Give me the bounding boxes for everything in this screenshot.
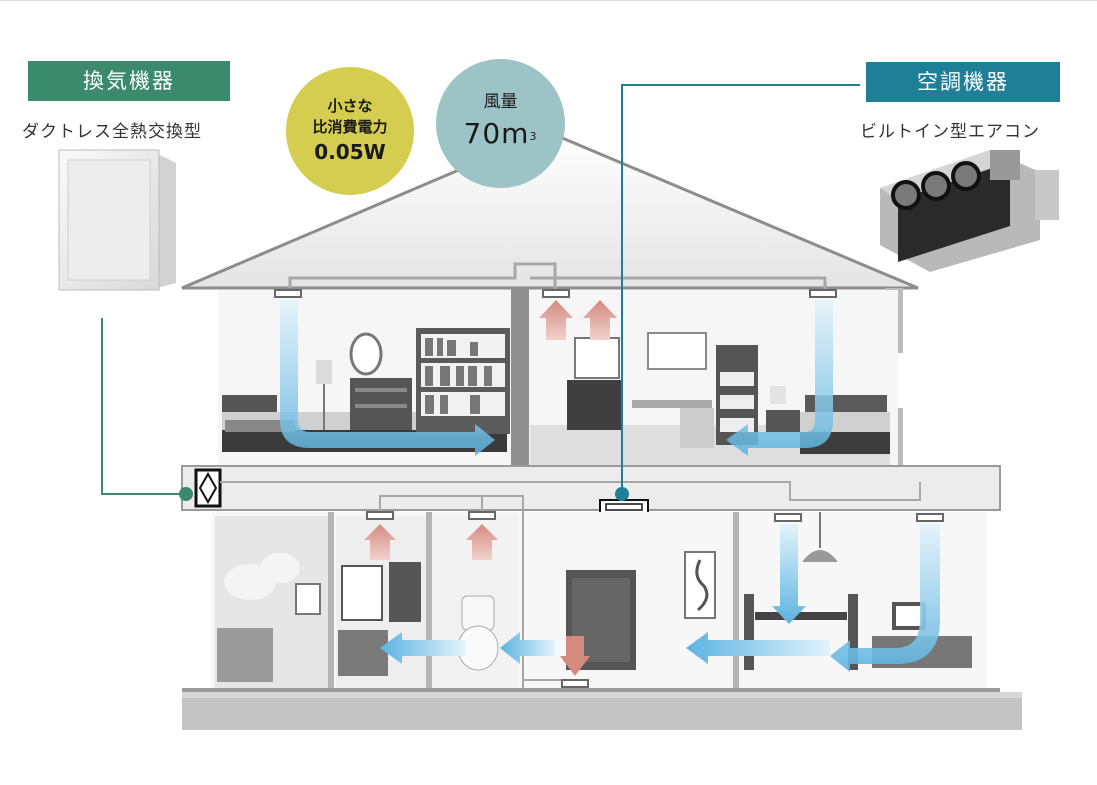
upper-supply-airflow [280,300,833,456]
aircon-subtitle: ビルトイン型エアコン [860,122,1040,142]
power-consumption-badge: 小さな 比消費電力 0.05W [286,67,414,195]
lower-ceiling-vents [366,511,944,688]
ventilation-heading: 換気機器 [28,61,230,101]
ventilation-leader-line [101,318,193,501]
upper-exhaust-airflow [539,300,617,340]
airflow-badge-value: 70m3 [464,115,538,153]
center-wall-upper [511,288,529,468]
airflow-badge-label: 風量 [483,91,518,112]
top-divider [0,0,1097,1]
ground [182,688,1022,730]
upper-ceiling-vents [274,289,837,298]
aircon-heading: 空調機器 [866,62,1060,102]
power-badge-line1: 小さな [327,97,373,115]
power-badge-line2: 比消費電力 [312,118,388,136]
washroom [336,516,426,688]
aircon-leader-line [615,84,860,501]
ventilation-unit-image [58,149,176,291]
ventilation-subtitle: ダクトレス全熱交換型 [22,122,202,142]
power-badge-value: 0.05W [314,140,386,164]
bathroom [215,516,328,688]
floor-slab [181,465,1001,511]
lower-supply-airflow [380,524,940,672]
lower-walls [328,512,739,690]
airflow-unit-superscript: 3 [529,129,538,143]
airflow-unit: m [501,116,530,150]
lower-exhaust-airflow [364,524,590,676]
airflow-value: 70 [463,116,502,150]
airflow-badge: 風量 70m3 [436,59,565,188]
aircon-unit-image [880,150,1059,272]
